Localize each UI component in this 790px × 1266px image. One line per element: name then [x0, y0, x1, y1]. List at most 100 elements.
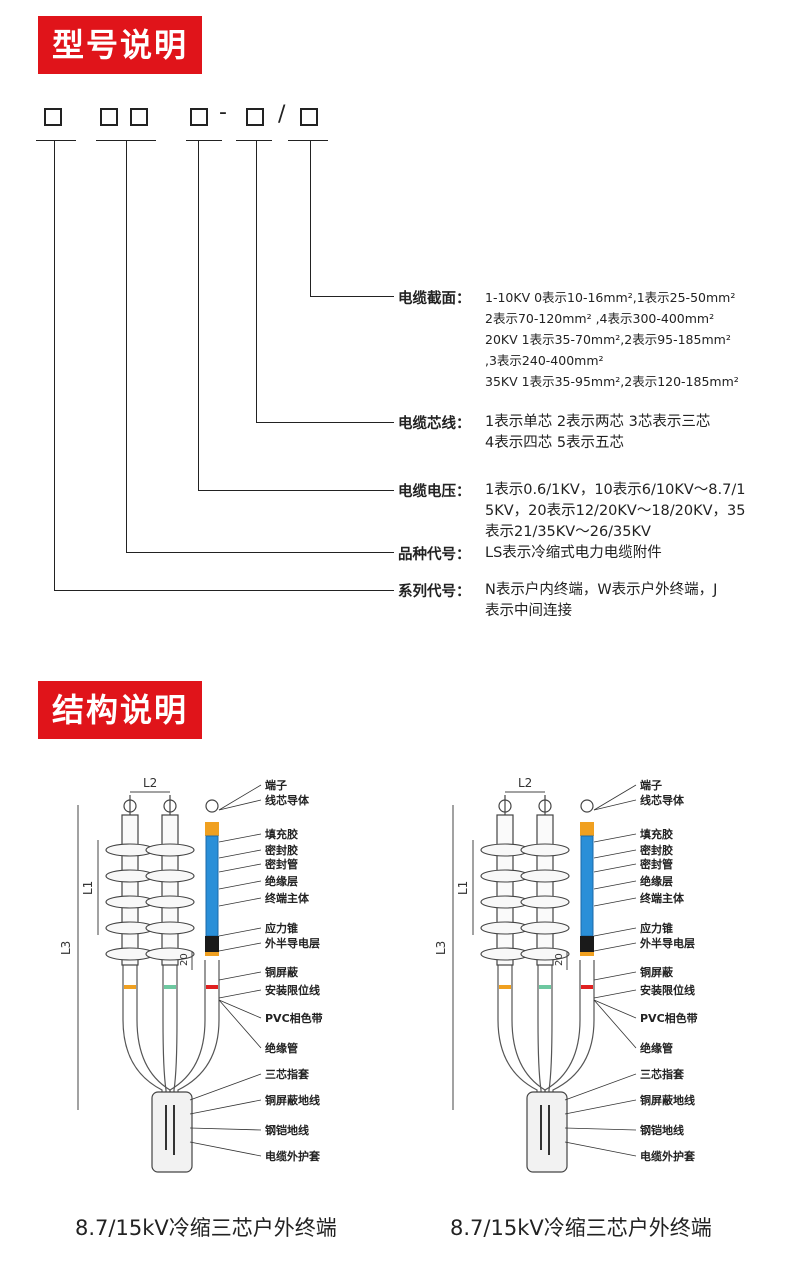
part-label: 电缆外护套: [640, 1149, 696, 1163]
phase-band: [499, 985, 511, 989]
cable-outline: [544, 960, 581, 1100]
cable-outline: [136, 960, 171, 1100]
label-cable-cores: 电缆芯线：: [398, 416, 471, 432]
desc-line: 1表示单芯 2表示两芯 3芯表示三芯: [485, 414, 711, 430]
termination-body: [161, 814, 179, 966]
desc-line: 35KV 1表示35-95mm²,2表示120-185mm²: [485, 374, 739, 389]
part-label: 填充胶: [265, 827, 298, 841]
part-label: 安装限位线: [640, 983, 695, 997]
phase-band: [581, 985, 593, 989]
leader-line: [564, 1127, 637, 1131]
cable-outline: [497, 960, 538, 1100]
v-section: [310, 140, 311, 296]
code-box-voltage: [190, 108, 208, 126]
part-label: 应力锥: [265, 921, 298, 935]
terminal-lug: [205, 799, 219, 813]
dim-label-l2: L2: [143, 776, 157, 790]
label-cable-voltage: 电缆电压：: [398, 484, 471, 500]
v-voltage: [198, 140, 199, 490]
cable-outline: [177, 960, 220, 1100]
code-box-section: [300, 108, 318, 126]
desc-cable-cores: 1表示单芯 2表示两芯 3芯表示三芯 4表示四芯 5表示五芯: [485, 412, 710, 454]
part-label: PVC相色带: [640, 1011, 698, 1025]
termination-body: [536, 814, 554, 966]
leader-line: [593, 880, 637, 890]
leader-line: [564, 1099, 637, 1115]
part-label: 安装限位线: [265, 983, 320, 997]
leader-line: [218, 999, 262, 1019]
shed: [145, 869, 195, 883]
code-slash: /: [278, 102, 286, 127]
dim-label-20: 20: [554, 953, 565, 966]
code-dash: -: [219, 100, 227, 125]
v-variety: [126, 140, 127, 552]
part-label: 密封管: [265, 857, 298, 871]
leader-line: [189, 1073, 262, 1101]
leader-line: [218, 849, 262, 859]
shed: [145, 843, 195, 857]
desc-cable-section: 1-10KV 0表示10-16mm²,1表示25-50mm² 2表示70-120…: [485, 287, 739, 392]
underline-voltage: [186, 140, 222, 141]
part-label: 铜屏蔽: [264, 965, 299, 979]
part-label: 终端主体: [265, 891, 310, 905]
cable-outline: [537, 960, 542, 1100]
part-label: 外半导电层: [264, 936, 320, 950]
part-label: 绝缘层: [640, 874, 673, 888]
termination-body: [496, 814, 514, 966]
cable-outline: [552, 960, 595, 1100]
code-box-variety-2: [130, 108, 148, 126]
part-label: 终端主体: [640, 891, 685, 905]
leader-line: [593, 971, 637, 981]
part-label: 端子: [265, 778, 287, 792]
cable-outline: [511, 960, 546, 1100]
cable-outline: [548, 960, 553, 1100]
part-label: 绝缘管: [265, 1041, 298, 1055]
part-label: 线芯导体: [640, 793, 685, 807]
code-box-variety-1: [100, 108, 118, 126]
leader-line: [218, 971, 262, 981]
leader-line: [189, 1127, 262, 1131]
shed: [145, 947, 195, 961]
leader-line: [218, 927, 262, 937]
label-variety-code: 品种代号：: [398, 547, 471, 563]
leader-line: [593, 927, 637, 937]
desc-variety-code: LS表示冷缩式电力电缆附件: [485, 543, 662, 564]
dim-label-l3: L3: [59, 941, 73, 955]
h-section: [310, 296, 394, 297]
cable-outline: [162, 960, 167, 1100]
leader-line: [593, 863, 637, 873]
leader-line: [593, 999, 637, 1019]
part-label: 绝缘管: [640, 1041, 673, 1055]
leader-line: [218, 897, 262, 907]
leader-line: [218, 989, 262, 999]
desc-line: 20KV 1表示35-70mm²,2表示95-185mm²: [485, 332, 731, 347]
leader-line: [189, 1099, 262, 1115]
shed: [145, 895, 195, 909]
underline-cores: [236, 140, 272, 141]
filler-glue: [205, 822, 219, 836]
caption-right: 8.7/15kV冷缩三芯户外终端: [450, 1216, 712, 1240]
part-label: 密封胶: [640, 843, 673, 857]
leader-line: [593, 784, 637, 811]
leader-line: [593, 989, 637, 999]
desc-line: 1-10KV 0表示10-16mm²,1表示25-50mm²: [485, 290, 736, 305]
phase-band: [539, 985, 551, 989]
h-series: [54, 590, 394, 591]
dim-label-l3: L3: [434, 941, 448, 955]
part-label: 电缆外护套: [265, 1149, 321, 1163]
v-series: [54, 140, 55, 590]
shed: [145, 921, 195, 935]
desc-line: 表示中间连接: [485, 603, 572, 619]
part-label: 应力锥: [640, 921, 673, 935]
part-label: 三芯指套: [265, 1067, 310, 1081]
leader-line: [593, 799, 637, 811]
desc-line: 1表示0.6/1KV，10表示6/10KV～8.7/1: [485, 482, 746, 498]
part-label: 外半导电层: [639, 936, 695, 950]
leader-line: [593, 999, 637, 1049]
cable-outline: [122, 960, 163, 1100]
leader-line: [218, 833, 262, 843]
part-label: 铜屏蔽: [639, 965, 674, 979]
leader-line: [218, 942, 262, 952]
outer-sheath: [526, 1091, 568, 1173]
h-cores: [256, 422, 394, 423]
